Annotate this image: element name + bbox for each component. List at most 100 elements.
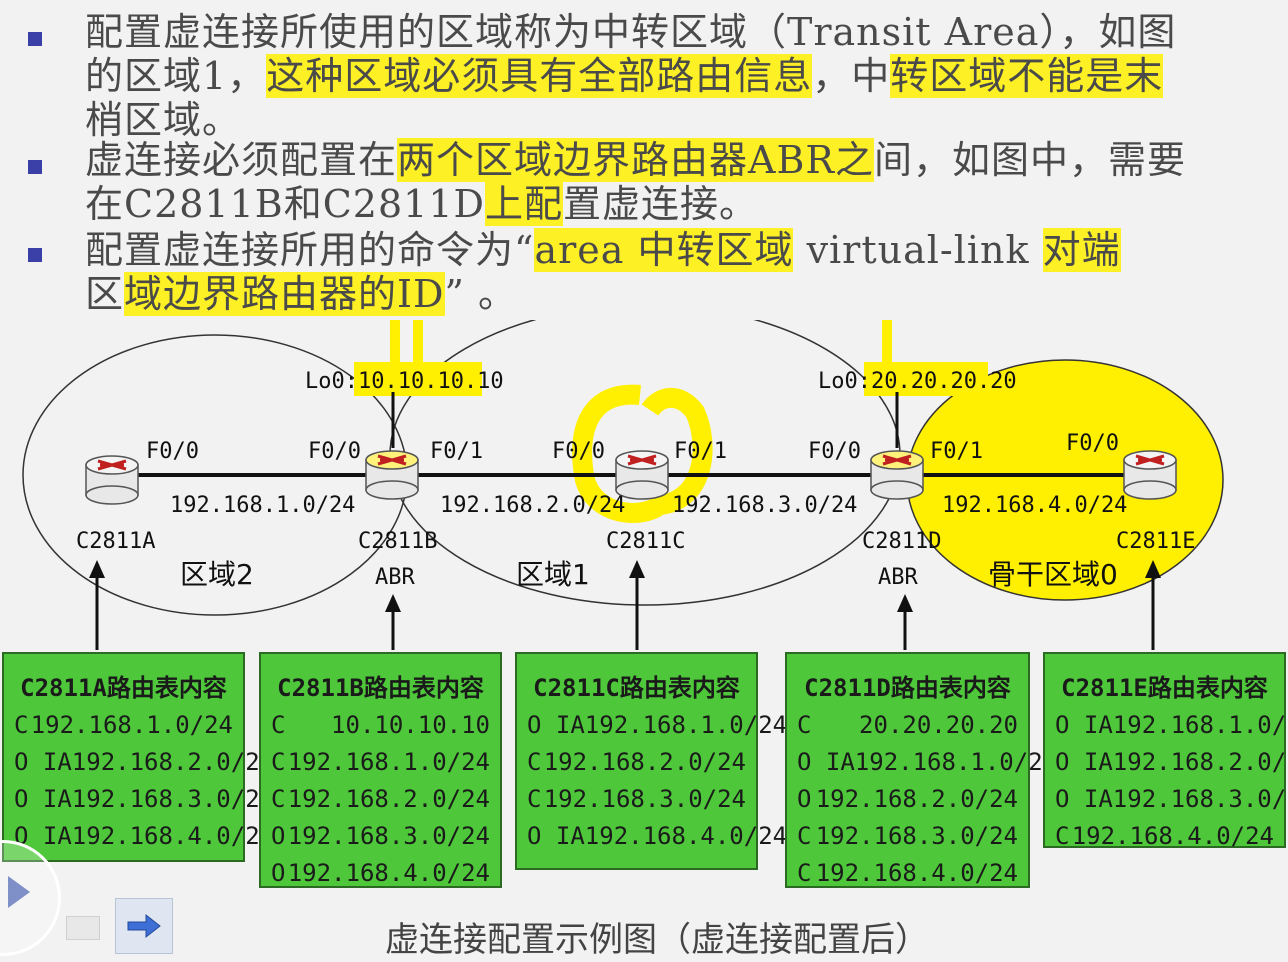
highlighted-text: 转区域不能是末 — [890, 54, 1164, 98]
bullet-marker — [28, 160, 42, 174]
highlighted-text: 这种区域必须具有全部路由信息 — [266, 54, 813, 98]
route-network: 192.168.4.0/24 — [584, 822, 788, 850]
highlighted-text: 对端 — [1042, 228, 1121, 272]
table-row: C 10.10.10.10 — [261, 707, 500, 744]
route-network: 192.168.2.0/24 — [815, 785, 1018, 813]
route-code: O IA — [1055, 711, 1113, 739]
route-code: C — [271, 748, 286, 776]
arrow-right-icon — [127, 913, 161, 939]
bullet-line: 区域边界路由器的ID” 。 — [85, 272, 1235, 316]
text-segment: 的区域1， — [85, 54, 267, 98]
route-network: 192.168.4.0/24 — [1071, 822, 1274, 850]
route-table-title: C2811A路由表内容 — [20, 674, 227, 702]
route-code: C — [14, 711, 29, 739]
bullet-line: 配置虚连接所用的命令为“area 中转区域 virtual-link 对端 — [85, 228, 1235, 272]
area-label: 区域2 — [180, 558, 254, 591]
highlight-mark — [882, 320, 892, 380]
text-segment: 区 — [85, 272, 125, 316]
network-label: 192.168.3.0/24 — [672, 493, 857, 518]
bullet-line: 梢区域。 — [85, 98, 1235, 142]
arrow-b — [385, 594, 401, 650]
route-network: 192.168.4.0/24 — [71, 822, 275, 850]
interface-label: F0/0 — [808, 439, 861, 464]
highlight-mark — [354, 362, 482, 396]
bullet-2: 虚连接必须配置在两个区域边界路由器ABR之间，如图中，需要在C2811B和C28… — [85, 138, 1235, 226]
route-code: O — [797, 785, 812, 813]
bullet-marker — [28, 32, 42, 46]
route-network: 192.168.1.0/24 — [1112, 711, 1288, 739]
route-network: 192.168.3.0/24 — [287, 822, 490, 850]
route-code: O IA — [527, 711, 585, 739]
route-code: O IA — [1055, 785, 1113, 813]
text-segment: 梢区域。 — [85, 98, 242, 142]
diagram-caption: 虚连接配置示例图（虚连接配置后） — [385, 920, 929, 960]
interface-label: F0/0 — [552, 439, 605, 464]
route-network: 10.10.10.10 — [331, 711, 490, 739]
route-network: 192.168.1.0/24 — [584, 711, 788, 739]
abr-label: ABR — [878, 565, 918, 590]
slide-thumbnail-button[interactable] — [66, 916, 100, 940]
highlighted-text: 上配 — [484, 182, 563, 226]
text-segment: ” 。 — [444, 272, 518, 316]
route-code: O IA — [14, 748, 72, 776]
area-label: 骨干区域0 — [988, 558, 1118, 591]
highlighted-text: 两个区域边界路由器ABR之 — [397, 138, 874, 182]
text-segment: 配置虚连接所用的命令为“ — [85, 228, 535, 272]
route-network: 192.168.2.0/24 — [1112, 748, 1288, 776]
highlight-mark — [572, 384, 713, 523]
bullet-line: 的区域1，这种区域必须具有全部路由信息，中转区域不能是末 — [85, 54, 1235, 98]
router-name: C2811C — [606, 529, 685, 554]
route-network: 192.168.2.0/24 — [287, 785, 490, 813]
text-segment: 配置虚连接所使用的区域称为中转区域（Transit Area），如图 — [85, 10, 1177, 54]
highlight-mark — [864, 362, 988, 396]
route-network: 192.168.4.0/24 — [815, 859, 1018, 887]
route-code: O — [271, 859, 286, 887]
arrow-e — [1145, 560, 1161, 650]
network-label: 192.168.2.0/24 — [440, 493, 625, 518]
text-segment: 在C2811B和C2811D — [85, 182, 485, 226]
route-code: C — [271, 711, 286, 739]
route-code: O IA — [797, 748, 855, 776]
route-network: 192.168.1.0/24 — [287, 748, 490, 776]
interface-label: F0/0 — [1066, 431, 1119, 456]
router-icon — [870, 450, 924, 500]
bullet-line: 在C2811B和C2811D上配置虚连接。 — [85, 182, 1235, 226]
interface-label: F0/0 — [146, 439, 199, 464]
router-name: C2811A — [76, 529, 155, 554]
text-segment: ，中 — [812, 54, 891, 98]
highlighted-text: area 中转区域 — [534, 228, 794, 272]
play-icon[interactable] — [8, 876, 30, 908]
next-slide-button[interactable] — [115, 898, 173, 954]
network-label: 192.168.4.0/24 — [942, 493, 1127, 518]
route-code: C — [797, 822, 812, 850]
bullet-line: 配置虚连接所使用的区域称为中转区域（Transit Area），如图 — [85, 10, 1235, 54]
arrow-c — [629, 560, 645, 650]
router-name: C2811B — [358, 529, 437, 554]
interface-label: F0/1 — [430, 439, 483, 464]
highlight-mark — [390, 320, 400, 380]
route-code: C — [527, 748, 542, 776]
route-table-title: C2811E路由表内容 — [1061, 674, 1268, 702]
bullet-1: 配置虚连接所使用的区域称为中转区域（Transit Area），如图的区域1，这… — [85, 10, 1235, 142]
route-network: 192.168.1.0/24 — [854, 748, 1058, 776]
bullet-line: 虚连接必须配置在两个区域边界路由器ABR之间，如图中，需要 — [85, 138, 1235, 182]
interface-label: F0/1 — [674, 439, 727, 464]
